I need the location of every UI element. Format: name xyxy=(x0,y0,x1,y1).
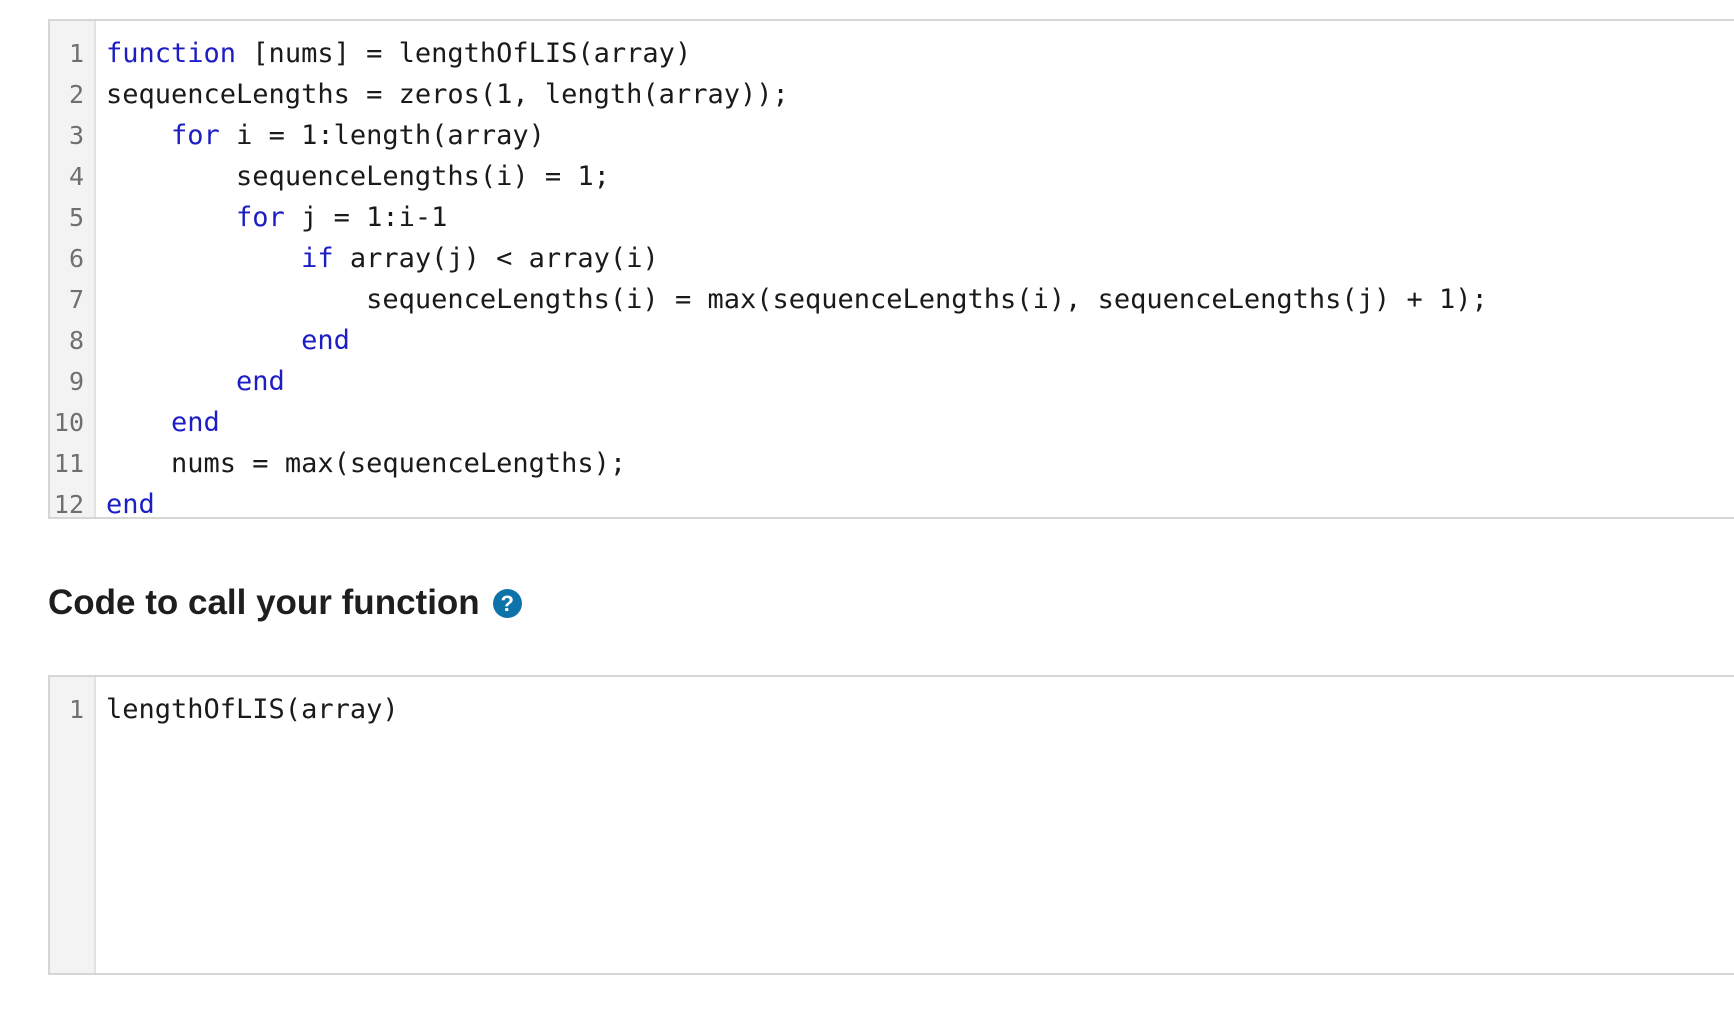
keyword: end xyxy=(171,407,220,438)
line-number: 9 xyxy=(68,367,84,396)
section-title: Code to call your function xyxy=(48,583,480,622)
code-line: 9 end xyxy=(50,361,1734,402)
line-number-gutter xyxy=(50,21,96,517)
keyword: end xyxy=(236,366,285,397)
keyword: end xyxy=(106,489,155,519)
line-number: 5 xyxy=(68,203,84,232)
line-number: 11 xyxy=(53,449,84,478)
code-line: 5 for j = 1:i-1 xyxy=(50,197,1734,238)
keyword: function xyxy=(106,38,237,69)
line-number-gutter xyxy=(50,677,96,973)
code-line: 3 for i = 1:length(array) xyxy=(50,115,1734,156)
code-line: 6 if array(j) < array(i) xyxy=(50,238,1734,279)
keyword: if xyxy=(301,243,334,274)
code-line: 10 end xyxy=(50,402,1734,443)
code-line: 4 sequenceLengths(i) = 1; xyxy=(50,156,1734,197)
keyword: for xyxy=(171,120,220,151)
line-number: 1 xyxy=(68,695,84,724)
call-section-heading: Code to call your function ? xyxy=(48,578,522,628)
code-line: 12 end xyxy=(50,484,1734,519)
code-line: 7 sequenceLengths(i) = max(sequenceLengt… xyxy=(50,279,1734,320)
line-number: 3 xyxy=(68,121,84,150)
line-number: 1 xyxy=(68,39,84,68)
line-number: 6 xyxy=(68,244,84,273)
line-number: 10 xyxy=(53,408,84,437)
line-number: 2 xyxy=(68,80,84,109)
line-number: 7 xyxy=(68,285,84,314)
line-number: 8 xyxy=(68,326,84,355)
line-number: 12 xyxy=(53,490,84,519)
code-line: 8 end xyxy=(50,320,1734,361)
question-circle-icon[interactable]: ? xyxy=(492,588,522,618)
line-number: 4 xyxy=(68,162,84,191)
keyword: end xyxy=(301,325,350,356)
keyword: for xyxy=(236,202,285,233)
code-line: 11 nums = max(sequenceLengths); xyxy=(50,443,1734,484)
